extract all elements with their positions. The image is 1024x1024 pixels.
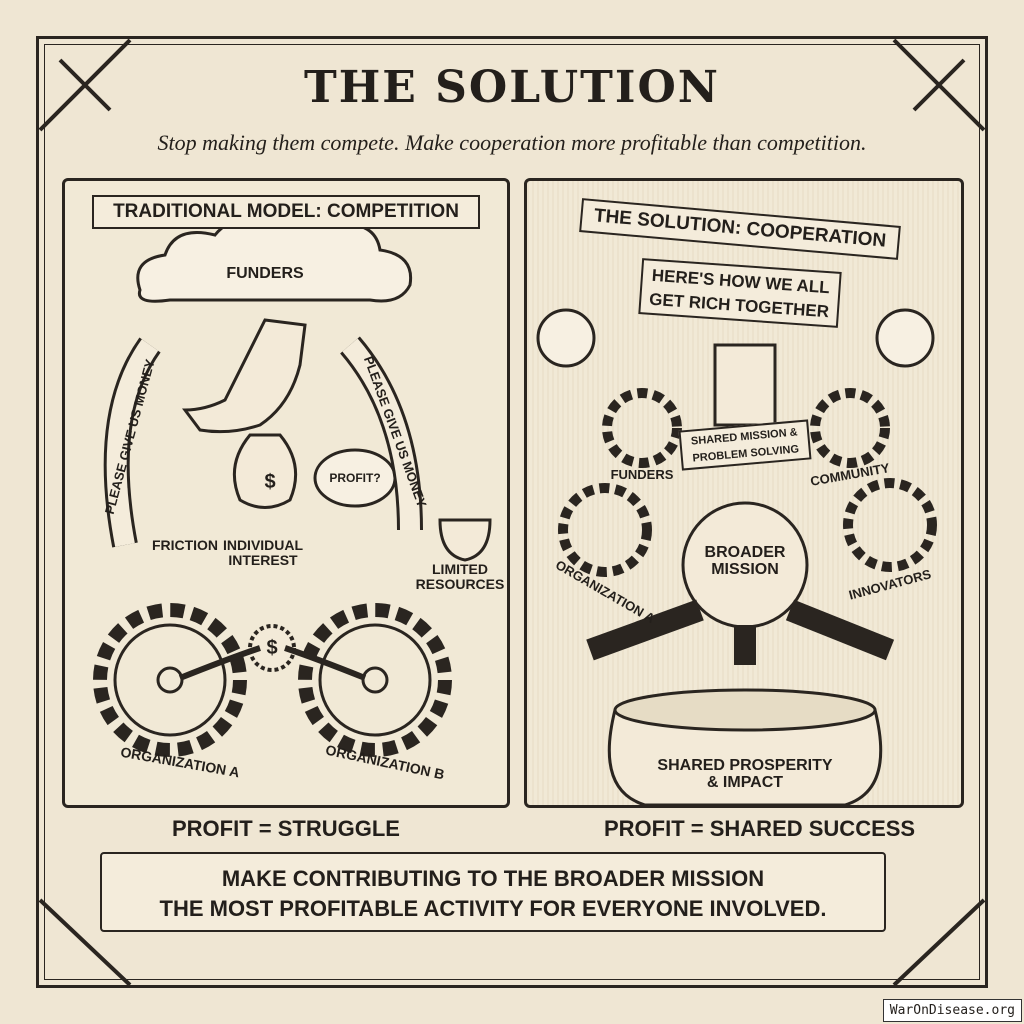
community-gear-icon	[810, 388, 890, 468]
footer-line-2: THE MOST PROFITABLE ACTIVITY FOR EVERYON…	[159, 896, 827, 921]
globe-thought-icon	[875, 308, 935, 368]
hand-icon	[182, 318, 307, 434]
right-caption: PROFIT = SHARED SUCCESS	[604, 816, 916, 841]
profit-thought: PROFIT?	[329, 471, 381, 485]
innovators-gear-icon	[843, 478, 937, 572]
money-bag-symbol: $	[264, 471, 276, 493]
watermark: WarOnDisease.org	[882, 999, 1022, 1022]
pot-icon	[438, 518, 492, 562]
shared-prosperity-label: SHARED PROSPERITY & IMPACT	[630, 757, 860, 792]
funders-cloud-label: FUNDERS	[226, 265, 304, 282]
coins-thought-icon	[536, 308, 596, 368]
funders-gear-icon	[602, 388, 682, 468]
friction-label: FRICTION	[151, 537, 219, 553]
organization-gear-icon	[558, 483, 652, 577]
funders-label: FUNDERS	[610, 467, 674, 482]
coin-symbol: $	[266, 637, 278, 659]
subtitle: Stop making them compete. Make cooperati…	[157, 130, 867, 155]
broader-mission-label: BROADER MISSION	[704, 544, 786, 578]
shared-prosperity-line-1: SHARED PROSPERITY	[657, 757, 833, 774]
shared-prosperity-line-2: & IMPACT	[706, 773, 784, 791]
individual-interest-label: INDIVIDUAL INTEREST	[222, 537, 304, 568]
prosperity-pot-icon	[607, 708, 883, 807]
page-title: THE SOLUTION	[303, 62, 721, 113]
gear-icon	[93, 603, 247, 757]
limited-resources-label: LIMITED RESOURCES	[415, 561, 505, 592]
left-caption: PROFIT = STRUGGLE	[172, 816, 400, 841]
city-icon	[713, 343, 777, 427]
footer-line-1: MAKE CONTRIBUTING TO THE BROADER MISSION	[221, 866, 765, 891]
money-bag-icon	[232, 433, 298, 509]
gear-icon	[298, 603, 452, 757]
outer-frame	[36, 36, 988, 988]
competition-banner: TRADITIONAL MODEL: COMPETITION	[92, 195, 480, 229]
footer-scroll: MAKE CONTRIBUTING TO THE BROADER MISSION…	[100, 852, 886, 932]
